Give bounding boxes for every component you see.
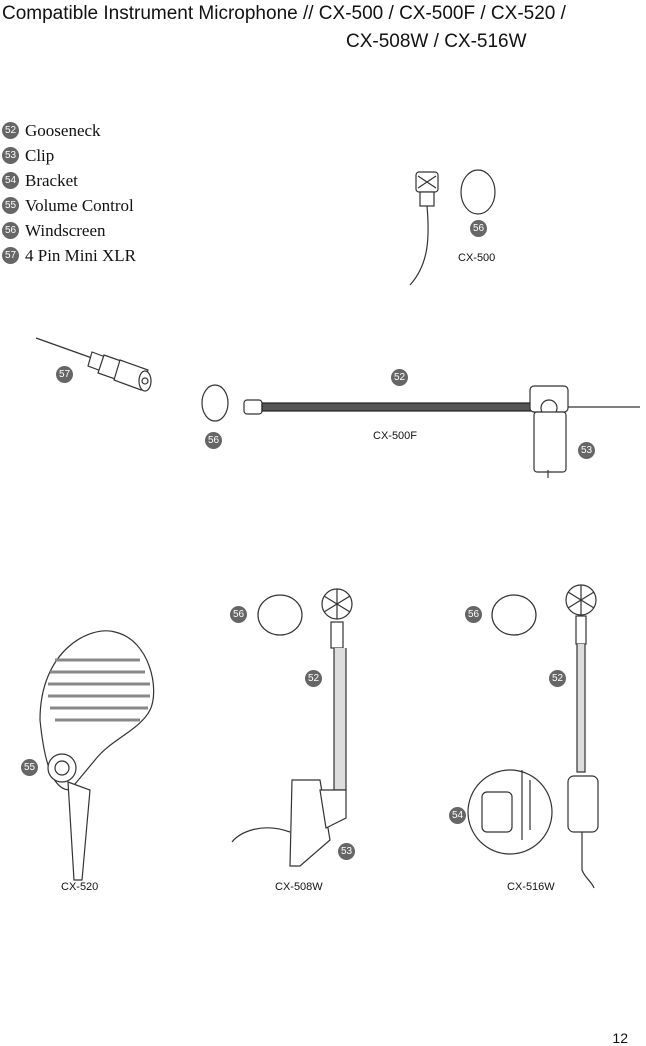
legend-number: 53 (2, 147, 19, 164)
page-number: 12 (612, 1030, 628, 1046)
page-title-line1: Compatible Instrument Microphone // CX-5… (2, 3, 566, 24)
legend-label: Volume Control (25, 195, 134, 215)
cx520-microphone-drawing (39, 630, 155, 881)
caption-cx516w: CX-516W (507, 881, 555, 893)
cx500-microphone-drawing (409, 169, 496, 286)
callout-volume-control: 55 (21, 759, 38, 776)
legend-item: 54 Bracket (2, 168, 136, 193)
callout-gooseneck: 52 (305, 670, 322, 687)
callout-clip: 53 (338, 843, 355, 860)
cx516w-microphone-drawing (467, 584, 599, 889)
callout-windscreen: 56 (465, 606, 482, 623)
cx500f-microphone-drawing (201, 384, 640, 478)
legend-item: 56 Windscreen (2, 218, 136, 243)
caption-cx500: CX-500 (458, 252, 496, 264)
callout-windscreen: 56 (470, 220, 487, 237)
legend-label: Bracket (25, 170, 78, 190)
caption-cx500f: CX-500F (373, 430, 418, 442)
legend-item: 55 Volume Control (2, 193, 136, 218)
caption-cx520: CX-520 (61, 881, 99, 893)
parts-legend: 52 Gooseneck 53 Clip 54 Bracket 55 Volume Co… (2, 118, 136, 268)
callout-clip: 53 (578, 442, 595, 459)
mini-xlr-connector-drawing (35, 337, 152, 392)
legend-label: 4 Pin Mini XLR (25, 245, 136, 265)
legend-item: 53 Clip (2, 143, 136, 168)
legend-number: 55 (2, 197, 19, 214)
legend-label: Clip (25, 145, 55, 165)
legend-number: 54 (2, 172, 19, 189)
legend-number: 56 (2, 222, 19, 239)
callout-windscreen: 56 (230, 606, 247, 623)
legend-label: Windscreen (25, 220, 106, 240)
callout-bracket: 54 (449, 807, 466, 824)
callout-mini-xlr: 57 (56, 366, 73, 383)
callout-gooseneck: 52 (391, 369, 408, 386)
cx508w-microphone-drawing (231, 588, 353, 867)
legend-number: 57 (2, 247, 19, 264)
page-title-line2: CX-508W / CX-516W (346, 31, 527, 52)
callout-windscreen: 56 (205, 432, 222, 449)
legend-number: 52 (2, 122, 19, 139)
callout-gooseneck: 52 (549, 670, 566, 687)
legend-label: Gooseneck (25, 120, 101, 140)
legend-item: 52 Gooseneck (2, 118, 136, 143)
caption-cx508w: CX-508W (275, 881, 323, 893)
legend-item: 57 4 Pin Mini XLR (2, 243, 136, 268)
